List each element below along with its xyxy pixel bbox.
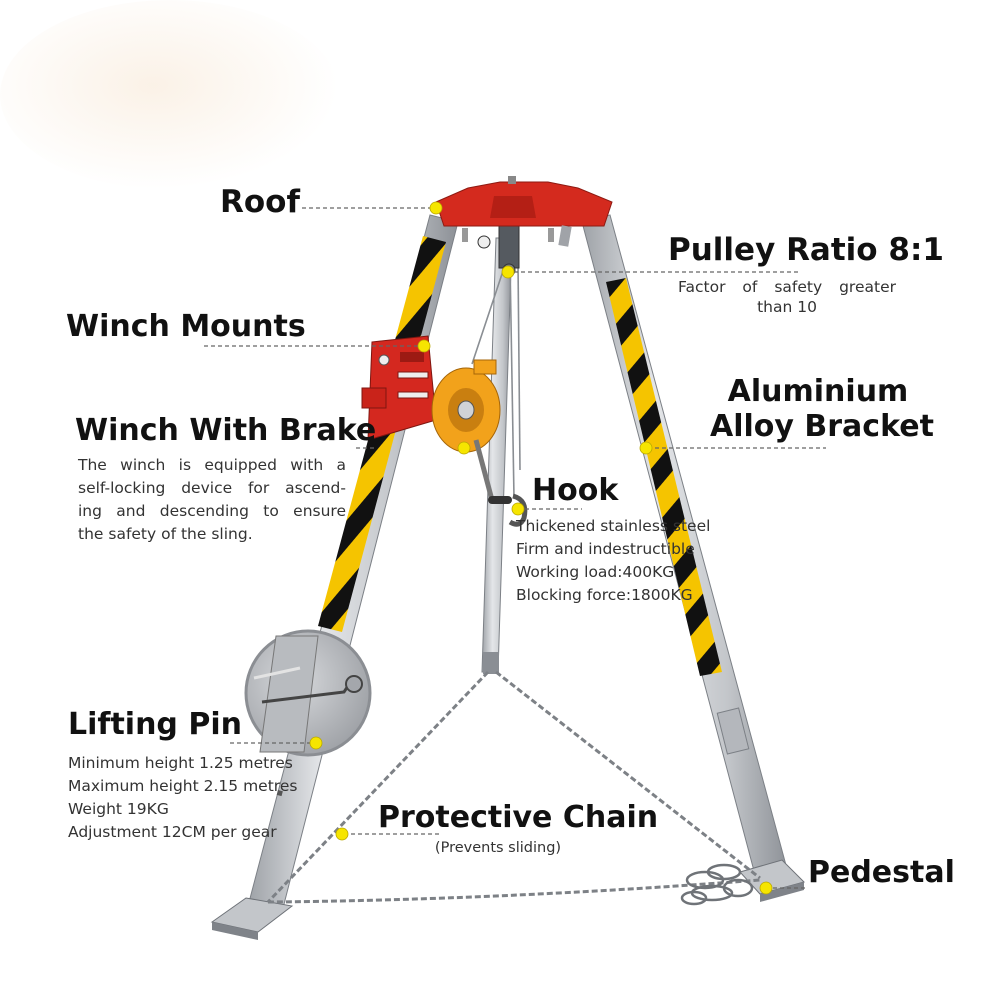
pulley-desc-line: Factor of safety greater [678,278,896,296]
chain-pile [680,863,754,906]
winch-mount [361,335,437,441]
pulley-desc-2: than 10 [678,297,896,317]
hook-desc: Thickened stainless steel Firm and indes… [516,515,736,607]
winch-brake-desc-line: self-locking device for ascend- [78,479,346,497]
pedestal-marker [759,881,773,895]
winch-brake-title: Winch With Brake [75,413,377,448]
lifting-pin-zoom [244,629,372,757]
lifting-pin-desc: Minimum height 1.25 metres Maximum heigh… [68,752,328,844]
hoist-cable [471,261,521,499]
winch-brake-desc-line: The winch is equipped with a [78,456,346,474]
roof-marker [429,201,443,215]
right-foot [739,859,805,902]
aluminium-title-line: Alloy Bracket [710,409,934,444]
hook-title: Hook [532,473,619,508]
roof-head [435,176,613,247]
chain-title: Protective Chain [378,800,659,835]
winch-brake-marker [457,441,471,455]
aluminium-title-line: Aluminium [727,374,909,409]
background-glow [0,0,340,190]
pedestal-title: Pedestal [808,855,955,890]
aluminium-title: Aluminium Alloy Bracket [710,374,934,444]
left-foot [210,897,294,940]
protective-chain [266,670,761,904]
winch-brake-desc-line: ing and descending to ensure [78,502,346,520]
lifting-pin-title: Lifting Pin [68,707,242,742]
hook-desc-line: Blocking force:1800KG [516,586,693,604]
hook-desc-line: Firm and indestructible [516,540,695,558]
hook-marker [511,502,525,516]
pulley-title: Pulley Ratio 8:1 [668,232,944,268]
pulley-marker [501,265,515,279]
pulley-desc: Factor of safety greater [678,277,896,297]
lifting-pin-marker [309,736,323,750]
marker-dots [309,201,773,895]
lifting-pin-desc-line: Maximum height 2.15 metres [68,777,298,795]
hook-desc-line: Working load:400KG [516,563,675,581]
roof-title: Roof [220,184,300,220]
back-leg [481,237,513,674]
hook [508,493,528,527]
lifting-pin-desc-line: Minimum height 1.25 metres [68,754,293,772]
lifting-pin-desc-line: Weight 19KG [68,800,169,818]
winch-mounts-marker [417,339,431,353]
winch-brake-desc: The winch is equipped with a self-lockin… [78,454,346,546]
winch-mounts-title: Winch Mounts [66,309,306,344]
winch-brake-desc-line: the safety of the sling. [78,525,253,543]
hook-desc-line: Thickened stainless steel [516,517,711,535]
pulley-desc-line: than 10 [757,298,817,316]
lifting-pin-desc-line: Adjustment 12CM per gear [68,823,277,841]
leader-lines [204,207,826,889]
chain-desc: (Prevents sliding) [434,840,562,856]
aluminium-marker [639,441,653,455]
chain-marker [335,827,349,841]
